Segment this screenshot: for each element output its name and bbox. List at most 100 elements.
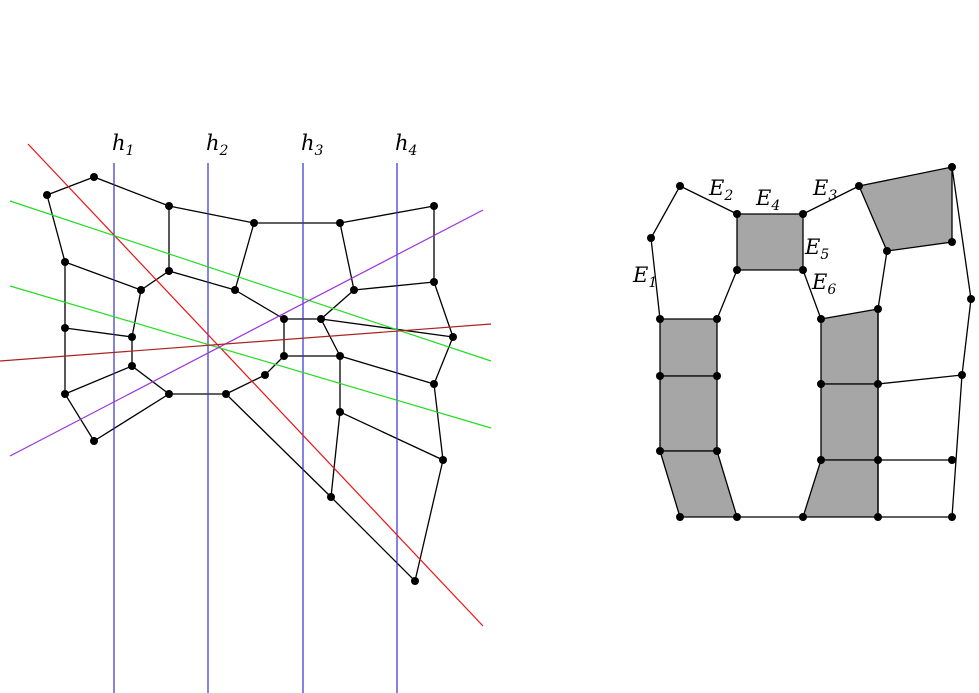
vertex (336, 219, 344, 227)
vertex (165, 390, 173, 398)
right-connector (877, 250, 888, 310)
vertex (90, 437, 98, 445)
vertex (61, 258, 69, 266)
vertex (61, 324, 69, 332)
vertex (874, 305, 882, 313)
row-edge-2 (64, 365, 133, 395)
vertex (855, 182, 863, 190)
center-edge-7 (330, 411, 341, 498)
vertex (327, 493, 335, 501)
vertex (817, 315, 825, 323)
label-e5: E5 (804, 235, 829, 263)
vertex (411, 577, 419, 585)
left-figure: h1 h2 h3 h4 (0, 131, 492, 693)
shaded-face-e4 (736, 213, 804, 271)
green-line-lower (9, 285, 492, 429)
vertex (430, 380, 438, 388)
vertex (350, 286, 358, 294)
label-e4: E4 (755, 186, 780, 214)
vertex (61, 390, 69, 398)
label-e1: E1 (632, 263, 657, 291)
label-h1: h1 (112, 131, 134, 159)
vertex (713, 447, 721, 455)
left-vertices (43, 173, 457, 585)
label-e6: E6 (811, 270, 836, 298)
edge-labels: E1 E2 E3 E4 E5 E6 (632, 176, 837, 298)
label-h3: h3 (301, 131, 324, 159)
vertex (874, 513, 882, 521)
vertex (817, 456, 825, 464)
shaded-face-top-right (858, 166, 953, 252)
vertex (336, 408, 344, 416)
shaded-face-left-2 (659, 375, 718, 452)
vertex (165, 202, 173, 210)
vertex (713, 315, 721, 323)
vertex (430, 202, 438, 210)
center-edge-5 (339, 355, 435, 385)
left-column-boundary (650, 185, 738, 320)
vertex (883, 247, 891, 255)
vertex (656, 315, 664, 323)
vertex (231, 286, 239, 294)
line-labels: h1 h2 h3 h4 (112, 131, 417, 159)
e6-edge (802, 269, 822, 320)
vertex (967, 295, 975, 303)
right-figure: E1 E2 E3 E4 E5 E6 (632, 163, 975, 521)
vertex (317, 315, 325, 323)
shaded-face-right-1 (820, 308, 879, 385)
label-e2: E2 (708, 176, 733, 204)
vertex (43, 191, 51, 199)
shaded-face-right-2 (820, 383, 879, 461)
green-line-upper (9, 200, 492, 362)
vertex (733, 513, 741, 521)
vertex (430, 278, 438, 286)
vertex (280, 352, 288, 360)
vertex (958, 371, 966, 379)
row-edge-1 (64, 327, 133, 338)
shaded-face-left-1 (659, 318, 718, 377)
red-line (27, 143, 484, 627)
right-row-1 (877, 374, 963, 385)
vertex (799, 513, 807, 521)
vertex (874, 456, 882, 464)
vertex (676, 513, 684, 521)
vertex (222, 390, 230, 398)
inner-boundary (140, 222, 255, 291)
vertex (128, 362, 136, 370)
vertex (250, 219, 258, 227)
vertex (137, 286, 145, 294)
vertex (90, 173, 98, 181)
vertex (948, 513, 956, 521)
purple-line (9, 209, 484, 457)
shaded-face-right-3 (802, 459, 879, 518)
vertex (656, 372, 664, 380)
vertex (799, 210, 807, 218)
vertex (656, 447, 664, 455)
colored-lines (0, 143, 492, 693)
vertex (128, 333, 136, 341)
center-edge-8 (225, 355, 285, 395)
vertex (948, 238, 956, 246)
center-edge-3 (353, 281, 435, 291)
vertex (874, 380, 882, 388)
vertex (733, 266, 741, 274)
vertex (799, 266, 807, 274)
vertex (449, 333, 457, 341)
vertex (733, 210, 741, 218)
right-vertices (647, 163, 975, 521)
e4-left-edge (716, 269, 738, 320)
vertex (948, 163, 956, 171)
vertex (948, 456, 956, 464)
vertex (336, 352, 344, 360)
center-edge-1 (234, 289, 285, 320)
center-edge-2 (320, 222, 355, 320)
label-h4: h4 (395, 131, 417, 159)
vertex (165, 267, 173, 275)
vertex (261, 371, 269, 379)
vertex (713, 372, 721, 380)
label-h2: h2 (206, 131, 229, 159)
darkred-line (0, 323, 492, 362)
shaded-face-left-3 (659, 450, 738, 518)
vertex (817, 380, 825, 388)
